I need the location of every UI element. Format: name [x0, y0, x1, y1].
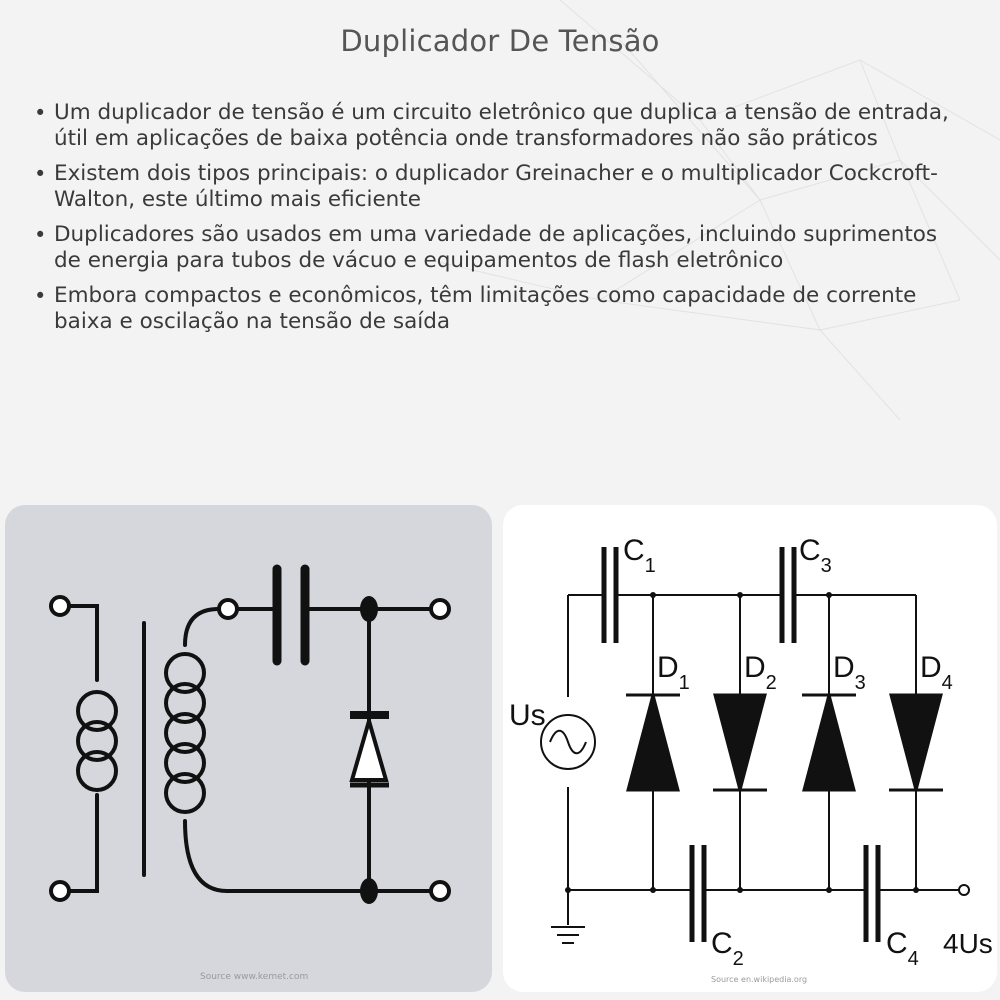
label-c3-subscript: 3: [821, 555, 832, 577]
bullet-list: • Um duplicador de tensão é um circuito e…: [32, 100, 962, 344]
label-d1: D1: [657, 651, 690, 694]
label-c1-letter: C: [623, 534, 645, 567]
output-terminal: [958, 884, 970, 896]
secondary-coil-loop: [164, 742, 206, 784]
junction-dot: [650, 592, 656, 598]
bullet-marker: •: [34, 223, 47, 247]
secondary-coil-loop: [164, 682, 206, 724]
terminal: [429, 880, 451, 902]
terminal: [49, 595, 71, 617]
label-c2: C2: [711, 927, 744, 970]
cockcroft-walton-circuit: C1 C3 C2 C4 D1 D2 D3 D4 Us 4Us: [509, 534, 993, 970]
terminal: [49, 880, 71, 902]
diode-d2-triangle: [713, 693, 767, 796]
terminal: [429, 598, 451, 620]
junction-dot: [565, 887, 571, 893]
label-d1-subscript: 1: [679, 672, 690, 694]
bullet-item: • Existem dois tipos principais: o duplic…: [32, 161, 962, 213]
label-d4: D4: [920, 651, 953, 694]
junction-dot: [650, 887, 656, 893]
bullet-marker: •: [34, 101, 47, 125]
label-c3: C3: [799, 534, 832, 577]
label-d2-subscript: 2: [766, 672, 777, 694]
junction-dot: [737, 887, 743, 893]
junction-dot: [360, 596, 378, 622]
junction-dot: [826, 887, 832, 893]
label-c1-subscript: 1: [645, 555, 656, 577]
bullet-item: • Embora compactos e econômicos, têm limi…: [32, 283, 962, 335]
label-d3-subscript: 3: [855, 672, 866, 694]
diode-d1-triangle: [626, 689, 680, 792]
label-c2-letter: C: [711, 927, 733, 960]
primary-coil-loop: [76, 750, 118, 792]
terminal: [217, 598, 239, 620]
diode-d3-triangle: [802, 689, 856, 792]
secondary-coil-loop: [164, 652, 206, 694]
secondary-wire-top: [183, 607, 219, 647]
label-d3: D3: [833, 651, 866, 694]
bullet-marker: •: [34, 162, 47, 186]
label-c4-letter: C: [886, 927, 908, 960]
primary-wire-bottom: [65, 793, 99, 893]
primary-wire-top: [65, 604, 99, 682]
sine-wave-icon: [549, 729, 587, 755]
junction-dot: [913, 887, 919, 893]
page-title: Duplicador De Tensão: [340, 24, 660, 58]
diode-triangle: [349, 713, 389, 782]
label-c1: C1: [623, 534, 656, 577]
secondary-wire-bottom: [183, 819, 442, 893]
label-c3-letter: C: [799, 534, 821, 567]
junction-dot: [737, 592, 743, 598]
label-c4: C4: [886, 927, 919, 970]
label-c2-subscript: 2: [733, 948, 744, 970]
bullet-text: Um duplicador de tensão é um circuito el…: [54, 100, 949, 151]
voltage-multiplier-diagram-panel: C1 C3 C2 C4 D1 D2 D3 D4 Us 4Us Source en…: [503, 505, 997, 992]
bullet-marker: •: [34, 284, 47, 308]
primary-coil-loop: [76, 720, 118, 762]
label-d3-letter: D: [833, 651, 855, 684]
bullet-text: Embora compactos e econômicos, têm limit…: [54, 283, 917, 334]
bullet-text: Existem dois tipos principais: o duplica…: [54, 161, 938, 212]
bullet-item: • Duplicadores são usados em uma variedad…: [32, 222, 962, 274]
junction-dot: [826, 592, 832, 598]
label-c4-subscript: 4: [908, 948, 919, 970]
label-d4-subscript: 4: [942, 672, 953, 694]
label-d4-letter: D: [920, 651, 942, 684]
bullet-text: Duplicadores são usados em uma variedade…: [54, 222, 938, 273]
label-d1-letter: D: [657, 651, 679, 684]
source-caption: Source www.kemet.com: [200, 972, 309, 982]
source-caption: Source en.wikipedia.org: [711, 975, 808, 984]
secondary-coil-loop: [164, 772, 206, 814]
secondary-coil-loop: [164, 712, 206, 754]
half-wave-doubler-circuit: [49, 564, 451, 904]
label-d2-letter: D: [744, 651, 766, 684]
diode-d4-triangle: [889, 693, 943, 796]
label-us: Us: [509, 699, 546, 732]
bullet-item: • Um duplicador de tensão é um circuito e…: [32, 100, 962, 152]
junction-dot: [360, 878, 378, 904]
primary-coil-loop: [76, 690, 118, 732]
background-network-decoration: [429, 0, 1000, 421]
half-wave-doubler-diagram-panel: Source www.kemet.com: [5, 505, 492, 992]
label-output-4us: 4Us: [943, 928, 993, 959]
label-d2: D2: [744, 651, 777, 694]
